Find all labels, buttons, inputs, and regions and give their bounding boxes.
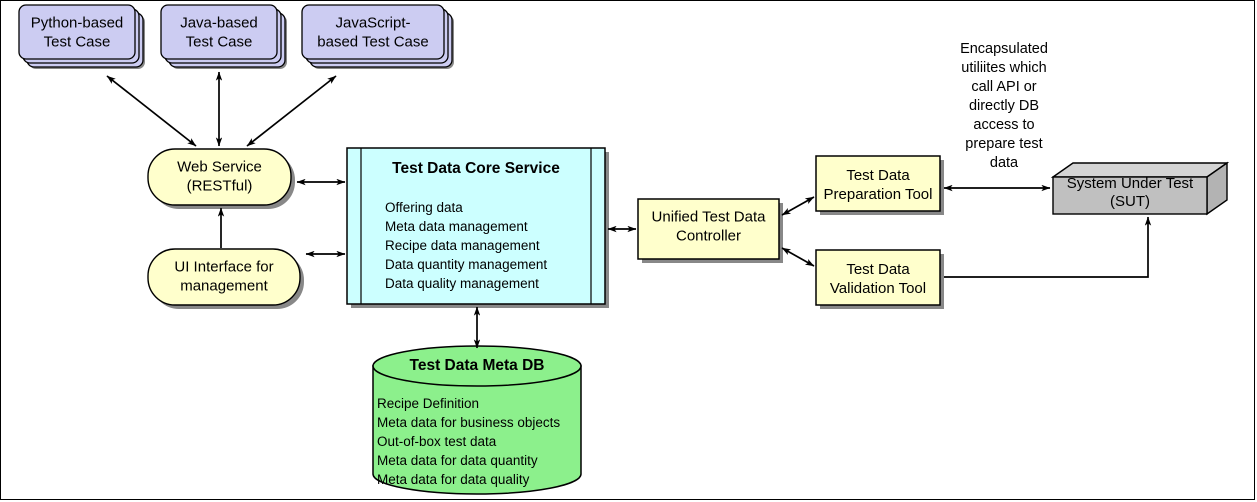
- core-service-item: Meta data management: [385, 219, 528, 234]
- core-service-item: Offering data: [385, 200, 463, 215]
- db-title: Test Data Meta DB: [410, 357, 545, 374]
- web-service-node[interactable]: Web Service (RESTful): [147, 148, 295, 209]
- controller-label-line1: Unified Test Data: [652, 209, 767, 226]
- test-case-card-python[interactable]: Python-based Test Case: [18, 4, 145, 69]
- connector-javascript-webservice: [246, 75, 337, 147]
- annotation-line: Encapsulated: [960, 41, 1048, 57]
- annotation-line: call API or: [971, 79, 1036, 95]
- ui-interface-node[interactable]: UI Interface for management: [147, 248, 304, 309]
- test-data-core-service-node[interactable]: Test Data Core Service Offering data Met…: [346, 147, 609, 308]
- annotation-line: data: [990, 155, 1019, 171]
- sut-label-line1: System Under Test: [1067, 175, 1194, 192]
- test-case-label-line2: based Test Case: [317, 34, 428, 51]
- annotation-line: utiliites which: [961, 60, 1046, 76]
- ui-interface-label-line2: management: [180, 278, 268, 295]
- test-data-meta-db-node[interactable]: Test Data Meta DB Recipe Definition Meta…: [372, 345, 582, 495]
- test-data-preparation-tool-node[interactable]: Test Data Preparation Tool: [815, 155, 944, 215]
- web-service-label-line2: (RESTful): [187, 178, 253, 195]
- test-case-label-line1: JavaScript-: [335, 15, 410, 32]
- db-item: Recipe Definition: [377, 396, 479, 411]
- annotation-line: access to: [973, 117, 1034, 133]
- annotation-encapsulated-utilities: Encapsulated utiliites which call API or…: [960, 41, 1048, 171]
- core-service-item: Data quality management: [385, 276, 539, 291]
- annotation-line: directly DB: [969, 98, 1039, 114]
- db-item: Meta data for data quantity: [377, 453, 538, 468]
- db-item: Meta data for business objects: [377, 415, 560, 430]
- test-case-label-line2: Test Case: [186, 34, 253, 51]
- connector-python-webservice: [106, 75, 197, 147]
- db-item: Meta data for data quality: [377, 472, 530, 487]
- ui-interface-label-line1: UI Interface for: [174, 259, 273, 276]
- test-data-validation-tool-node[interactable]: Test Data Validation Tool: [815, 249, 944, 309]
- connector-controller-validation: [781, 247, 815, 267]
- annotation-line: prepare test: [965, 136, 1042, 152]
- controller-label-line2: Controller: [676, 228, 741, 245]
- core-service-item: Data quantity management: [385, 257, 547, 272]
- unified-test-data-controller-node[interactable]: Unified Test Data Controller: [637, 198, 783, 263]
- system-under-test-node[interactable]: System Under Test (SUT): [1050, 161, 1230, 216]
- preparation-tool-label-line1: Test Data: [846, 167, 910, 184]
- connector-validation-sut: [944, 216, 1152, 278]
- test-case-label-line2: Test Case: [44, 34, 111, 51]
- test-case-card-javascript[interactable]: JavaScript- based Test Case: [301, 4, 454, 69]
- connector-controller-preparation: [781, 196, 815, 216]
- test-case-card-java[interactable]: Java-based Test Case: [160, 4, 287, 69]
- core-service-title: Test Data Core Service: [392, 160, 560, 177]
- core-service-item: Recipe data management: [385, 238, 540, 253]
- validation-tool-label-line2: Validation Tool: [830, 280, 926, 297]
- validation-tool-label-line1: Test Data: [846, 261, 910, 278]
- test-case-label-line1: Python-based: [31, 15, 124, 32]
- web-service-label-line1: Web Service: [177, 159, 262, 176]
- db-item: Out-of-box test data: [377, 434, 497, 449]
- preparation-tool-label-line2: Preparation Tool: [824, 186, 933, 203]
- test-case-label-line1: Java-based: [180, 15, 258, 32]
- sut-label-line2: (SUT): [1110, 193, 1150, 210]
